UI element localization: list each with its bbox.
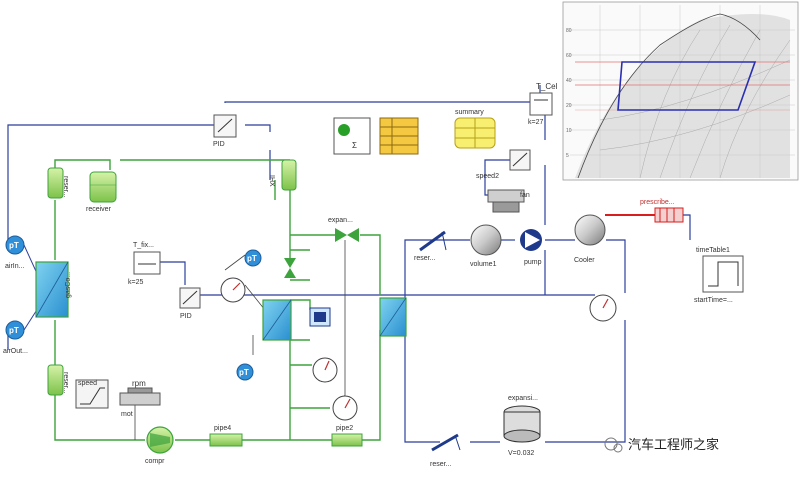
pipe2-label: pipe2 xyxy=(336,425,353,432)
svg-text:40: 40 xyxy=(566,78,572,84)
pid-mid-label: PID xyxy=(180,313,192,320)
expansion-bottom-label: expansi... xyxy=(508,395,538,402)
parameter-record-icon[interactable] xyxy=(379,117,419,155)
expansion-tank[interactable]: expansi... V=0.032 xyxy=(503,395,541,457)
pipe2[interactable]: pipe2 xyxy=(331,425,363,447)
volume-label: volume1 xyxy=(470,261,497,268)
k-mid-label: k=25 xyxy=(128,279,143,286)
watermark: 汽车工程师之家 xyxy=(604,437,719,453)
receiver[interactable]: receiver xyxy=(86,171,117,213)
reservoir-coolant-label: reser... xyxy=(414,255,435,262)
pid-controller-top[interactable]: PID xyxy=(213,114,237,148)
svg-text:reser...: reser... xyxy=(62,176,69,197)
speed2-block[interactable]: speed2 xyxy=(476,149,531,180)
svg-text:reser...: reser... xyxy=(62,372,69,393)
cooler-volume[interactable]: Cooler xyxy=(574,214,606,264)
reservoir-coolant-bottom-label: reser... xyxy=(430,461,451,468)
reservoir-top[interactable]: reser... xyxy=(47,167,69,199)
pump-label: pump xyxy=(524,259,542,266)
pid-top-label: PID xyxy=(213,141,225,148)
gauge-3 xyxy=(332,395,358,421)
summary-label: summary xyxy=(455,109,484,116)
summary-icon[interactable]: Σ xyxy=(333,117,371,155)
expansion-valve-top[interactable]: expan... xyxy=(328,217,359,242)
timetable-label: timeTable1 xyxy=(696,247,730,254)
pump-motor[interactable]: fan xyxy=(487,189,530,213)
compressor-label: compr xyxy=(145,458,165,465)
compressor[interactable]: compr xyxy=(145,426,174,465)
svg-text:Σ: Σ xyxy=(352,141,357,150)
volume-value-label: V=0.032 xyxy=(508,450,534,457)
prescribed-heat-flow[interactable]: prescribe... xyxy=(605,199,684,223)
evaporator-fan[interactable] xyxy=(309,307,331,327)
pipe4-label: pipe4 xyxy=(214,425,231,432)
svg-text:20: 20 xyxy=(566,103,572,109)
speed-block[interactable]: speed xyxy=(75,379,109,409)
sensor-badge: pT xyxy=(9,326,19,335)
gas-cooler-label: gasCo... xyxy=(65,272,72,298)
k-top-label: k=27 xyxy=(528,119,543,126)
ph-chart: 80 60 40 20 10 5 xyxy=(562,1,799,181)
summary-block[interactable]: summary xyxy=(454,109,496,149)
receiver-label: receiver xyxy=(86,206,112,213)
svg-text:5: 5 xyxy=(566,153,569,159)
gauge-2 xyxy=(312,357,338,383)
chiller[interactable] xyxy=(379,297,407,337)
sensor-badge: pT xyxy=(9,241,19,250)
sensor-mid-bottom[interactable]: pT xyxy=(236,363,254,381)
prescribe-label: prescribe... xyxy=(640,199,675,206)
gas-cooler[interactable]: gasCo... xyxy=(35,261,72,318)
gauge-4 xyxy=(589,294,617,322)
sensor-air-in[interactable]: pT airIn... xyxy=(5,235,25,270)
air-out-label: airOut... xyxy=(3,348,28,355)
pipe4[interactable]: pipe4 xyxy=(209,425,243,447)
sensor-air-out[interactable]: pT airOut... xyxy=(3,320,28,355)
gauge-1 xyxy=(220,277,246,303)
fan-label: fan xyxy=(520,192,530,199)
speed2-label: speed2 xyxy=(476,173,499,180)
ihx-column[interactable]: IHX xyxy=(268,159,297,191)
cooler-label: Cooler xyxy=(574,257,595,264)
svg-text:60: 60 xyxy=(566,53,572,59)
reservoir-coolant-top[interactable]: reser... xyxy=(414,230,447,262)
coolant-pump[interactable]: pump xyxy=(520,229,542,266)
ihx-label: IHX xyxy=(268,175,275,187)
reservoir-coolant-bottom[interactable]: reser... xyxy=(430,433,461,468)
coolant-volume[interactable]: volume1 xyxy=(470,224,502,268)
rpm-label: rpm xyxy=(132,379,146,388)
svg-text:10: 10 xyxy=(566,128,572,134)
ihx-valve[interactable] xyxy=(284,258,296,278)
speed-label: speed xyxy=(78,380,97,387)
start-time-label: startTime=... xyxy=(694,297,733,304)
pid-controller-mid[interactable]: PID xyxy=(179,287,201,320)
reservoir-bottom[interactable]: reser... xyxy=(47,364,69,396)
watermark-text: 汽车工程师之家 xyxy=(628,437,719,453)
sensor-badge: pT xyxy=(247,254,257,263)
sensor-badge: pT xyxy=(239,368,249,377)
t-cel-label: T_Cel xyxy=(536,82,558,91)
temperature-source[interactable]: T_fix... k=25 xyxy=(128,242,161,286)
sensor-mid-top[interactable]: pT xyxy=(244,249,262,267)
time-table[interactable]: timeTable1 startTime=... xyxy=(694,247,744,304)
motor-label: mot xyxy=(121,411,133,418)
t-src-label: T_fix... xyxy=(133,242,154,249)
rpm-motor[interactable]: rpm mot xyxy=(119,379,161,418)
temperature-sensor-top[interactable]: T_Cel k=27 xyxy=(528,82,558,126)
evaporator[interactable] xyxy=(262,299,292,341)
expansion-top-label: expan... xyxy=(328,217,353,224)
air-in-label: airIn... xyxy=(5,263,25,270)
svg-text:80: 80 xyxy=(566,28,572,34)
